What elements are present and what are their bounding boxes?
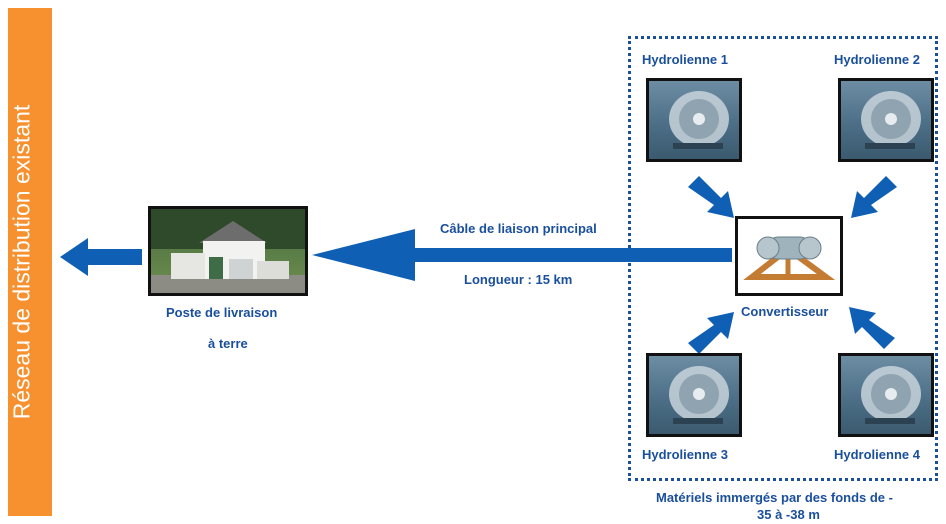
cable-title: Câble de liaison principal [440,221,597,236]
station-label-line2: à terre [208,336,248,351]
turbine-1-label: Hydrolienne 1 [642,52,728,67]
turbine-icon [669,91,729,149]
station-label-line1: Poste de livraison [166,305,278,320]
converter-image [735,216,843,296]
distribution-network-bar [8,8,52,516]
footer-note-line1: Matériels immergés par des fonds de - [656,490,893,505]
turbine-1-image [646,78,742,162]
main-cable-arrow [312,229,732,281]
turbine-icon [861,366,921,424]
turbine-3-image [646,353,742,437]
turbine-2-label: Hydrolienne 2 [834,52,920,67]
turbine-3-label: Hydrolienne 3 [642,447,728,462]
turbine-icon [669,366,729,424]
building-icon [151,209,305,293]
turbine-4-image [838,353,934,437]
network-arrow [60,238,142,276]
turbine1-arrow [688,176,734,218]
delivery-station-image [148,206,308,296]
converter-icon [743,236,836,280]
turbine2-arrow [851,176,897,218]
converter-label: Convertisseur [741,304,829,319]
cable-length: Longueur : 15 km [464,272,573,287]
turbine-4-label: Hydrolienne 4 [834,447,920,462]
turbine-icon [861,91,921,149]
turbine4-arrow [849,307,895,349]
footer-note-line2: 35 à -38 m [757,507,820,522]
turbine-2-image [838,78,934,162]
turbine3-arrow [688,312,734,354]
